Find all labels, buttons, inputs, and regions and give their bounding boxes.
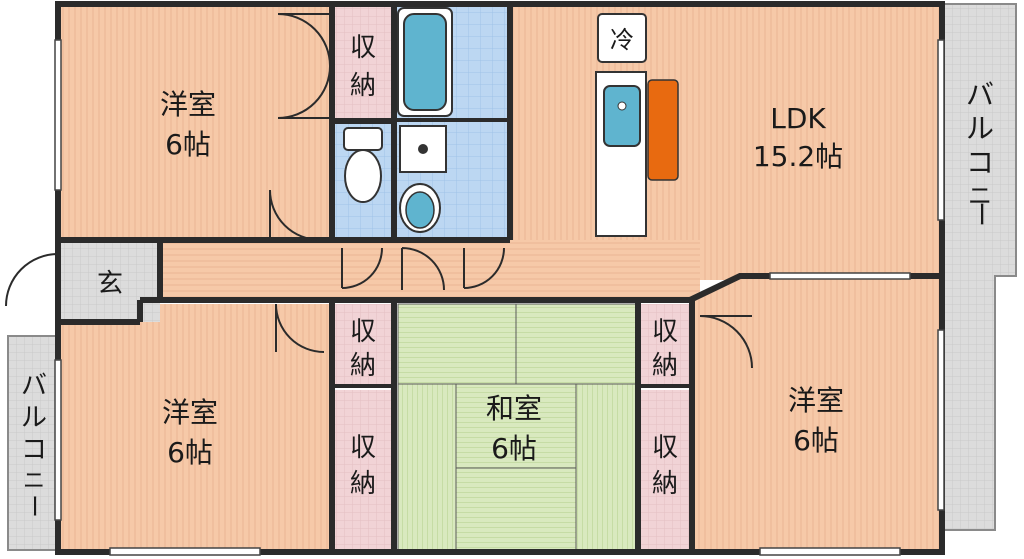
svg-text:納: 納 xyxy=(350,469,376,499)
room-label-japanese: 和室 6帖 xyxy=(458,386,574,466)
hallway-floor xyxy=(160,240,700,298)
svg-text:LDK: LDK xyxy=(770,102,826,135)
svg-text:洋室: 洋室 xyxy=(160,88,216,121)
ldk-floor xyxy=(512,6,940,280)
svg-text:6帖: 6帖 xyxy=(167,436,213,469)
svg-text:ニ: ニ xyxy=(23,469,45,494)
fridge: 冷 xyxy=(597,13,647,63)
door-swings xyxy=(5,13,753,369)
washing-machine-pan xyxy=(399,125,447,173)
storage-label-mid-right: 収 納 xyxy=(652,317,678,381)
svg-text:ル: ル xyxy=(966,112,994,145)
svg-text:収: 収 xyxy=(652,433,678,463)
svg-text:ー: ー xyxy=(965,201,995,227)
storage-label-low-right: 収 納 xyxy=(652,433,678,499)
svg-text:コ: コ xyxy=(966,146,994,179)
svg-text:バ: バ xyxy=(21,371,47,401)
svg-text:ー: ー xyxy=(20,494,48,518)
windows xyxy=(54,39,945,556)
room-label-ldk: LDK 15.2帖 xyxy=(753,102,843,173)
wash-basin xyxy=(399,183,441,233)
svg-text:6帖: 6帖 xyxy=(165,128,211,161)
balcony-label-left: バ ル コ ニ ー xyxy=(20,371,48,518)
svg-text:洋室: 洋室 xyxy=(162,396,218,429)
western-room-top-floor xyxy=(60,6,332,240)
storage-label-top: 収 納 xyxy=(350,33,376,101)
svg-text:15.2帖: 15.2帖 xyxy=(753,140,843,173)
svg-text:洋室: 洋室 xyxy=(788,384,844,417)
svg-text:納: 納 xyxy=(350,351,376,381)
storage-low-right-floor xyxy=(640,390,690,550)
svg-text:納: 納 xyxy=(652,351,678,381)
storage-top-floor xyxy=(334,6,392,120)
svg-text:納: 納 xyxy=(350,71,376,101)
storage-label-mid-left: 収 納 xyxy=(350,317,376,381)
western-room-bottom-right-floor xyxy=(690,278,940,550)
storage-mid-left-floor xyxy=(334,304,392,384)
room-label-western-bottom-left: 洋室 6帖 xyxy=(162,396,218,469)
svg-text:納: 納 xyxy=(652,469,678,499)
svg-text:収: 収 xyxy=(350,317,376,347)
kitchen-counter xyxy=(595,71,679,237)
storage-low-left-floor xyxy=(334,390,392,550)
storage-label-low-left: 収 納 xyxy=(350,433,376,499)
svg-text:収: 収 xyxy=(350,433,376,463)
svg-text:収: 収 xyxy=(652,317,678,347)
room-label-entrance: 玄 xyxy=(97,269,123,299)
balcony-label-right: バ ル コ ニ ー xyxy=(965,78,995,227)
svg-text:バ: バ xyxy=(966,78,994,111)
entrance-floor xyxy=(60,242,160,322)
svg-text:6帖: 6帖 xyxy=(793,424,839,457)
storage-mid-right-floor xyxy=(640,304,690,384)
svg-text:和室: 和室 xyxy=(486,392,542,425)
svg-text:6帖: 6帖 xyxy=(491,432,537,465)
svg-text:ル: ル xyxy=(21,403,47,433)
room-label-western-bottom-right: 洋室 6帖 xyxy=(788,384,844,457)
room-label-western-top: 洋室 6帖 xyxy=(160,88,216,161)
western-room-bottom-left-floor xyxy=(60,300,332,550)
fridge-label: 冷 xyxy=(610,26,634,54)
svg-text:ニ: ニ xyxy=(968,182,992,210)
svg-text:コ: コ xyxy=(21,435,47,465)
toilet xyxy=(343,127,383,203)
bathtub xyxy=(397,7,453,117)
svg-text:収: 収 xyxy=(350,33,376,63)
balcony-left xyxy=(7,335,61,551)
